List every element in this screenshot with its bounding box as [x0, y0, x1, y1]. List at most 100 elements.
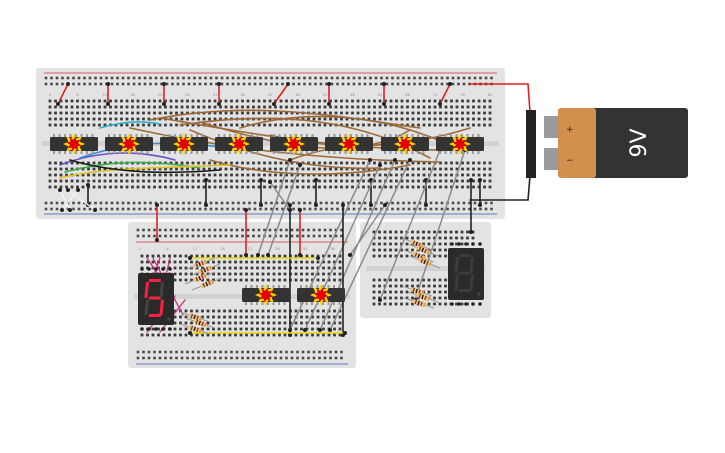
breadboard-hole[interactable]	[131, 99, 134, 103]
breadboard-hole[interactable]	[191, 99, 195, 103]
breadboard-hole[interactable]	[272, 278, 276, 282]
breadboard-hole[interactable]	[239, 254, 243, 258]
breadboard-hole[interactable]	[444, 117, 448, 121]
breadboard-hole[interactable]	[372, 230, 376, 234]
breadboard-hole[interactable]	[157, 254, 160, 258]
breadboard-hole[interactable]	[184, 278, 188, 282]
breadboard-hole[interactable]	[323, 123, 327, 127]
breadboard-hole[interactable]	[224, 179, 228, 183]
breadboard-hole[interactable]	[208, 350, 211, 354]
breadboard-hole[interactable]	[235, 228, 239, 232]
breadboard-hole[interactable]	[186, 167, 189, 171]
breadboard-hole[interactable]	[307, 161, 310, 165]
breadboard-hole[interactable]	[66, 76, 70, 80]
breadboard-hole[interactable]	[186, 228, 189, 232]
breadboard-hole[interactable]	[270, 207, 273, 211]
breadboard-hole[interactable]	[202, 234, 206, 238]
breadboard-hole[interactable]	[483, 123, 486, 127]
breadboard-hole[interactable]	[109, 111, 112, 115]
breadboard-hole[interactable]	[109, 99, 112, 103]
breadboard-hole[interactable]	[472, 123, 475, 127]
breadboard-hole[interactable]	[164, 167, 167, 171]
breadboard-hole[interactable]	[429, 76, 433, 80]
breadboard-hole[interactable]	[450, 123, 453, 127]
breadboard-hole[interactable]	[116, 82, 119, 86]
breadboard-hole[interactable]	[394, 302, 398, 306]
wire-end[interactable]	[393, 158, 397, 162]
breadboard-hole[interactable]	[411, 179, 415, 183]
breadboard-hole[interactable]	[411, 117, 415, 121]
breadboard-hole[interactable]	[213, 167, 217, 171]
breadboard-hole[interactable]	[230, 350, 233, 354]
breadboard-hole[interactable]	[345, 105, 349, 109]
breadboard-hole[interactable]	[257, 105, 261, 109]
breadboard-hole[interactable]	[307, 105, 310, 109]
wire-end[interactable]	[259, 203, 263, 207]
breadboard-hole[interactable]	[202, 185, 206, 189]
breadboard-hole[interactable]	[488, 111, 492, 115]
breadboard-hole[interactable]	[374, 207, 378, 211]
breadboard-hole[interactable]	[460, 242, 464, 246]
breadboard-hole[interactable]	[175, 234, 178, 238]
breadboard-hole[interactable]	[296, 179, 299, 183]
breadboard-hole[interactable]	[367, 185, 371, 189]
breadboard-hole[interactable]	[110, 82, 114, 86]
breadboard-hole[interactable]	[230, 167, 233, 171]
breadboard-hole[interactable]	[202, 350, 206, 354]
breadboard-hole[interactable]	[323, 356, 327, 360]
breadboard-hole[interactable]	[323, 161, 327, 165]
breadboard-hole[interactable]	[316, 333, 320, 337]
breadboard-hole[interactable]	[261, 278, 265, 282]
breadboard-hole[interactable]	[294, 266, 298, 270]
breadboard-hole[interactable]	[270, 82, 273, 86]
breadboard-hole[interactable]	[191, 350, 195, 354]
breadboard-hole[interactable]	[422, 111, 426, 115]
wire-end[interactable]	[259, 178, 263, 182]
breadboard-hole[interactable]	[228, 321, 232, 325]
breadboard-hole[interactable]	[87, 167, 90, 171]
breadboard-hole[interactable]	[231, 207, 235, 211]
breadboard-hole[interactable]	[345, 99, 349, 103]
breadboard-hole[interactable]	[356, 105, 360, 109]
breadboard-hole[interactable]	[406, 185, 409, 189]
breadboard-hole[interactable]	[164, 123, 167, 127]
breadboard-hole[interactable]	[217, 266, 221, 270]
breadboard-hole[interactable]	[274, 161, 277, 165]
breadboard-hole[interactable]	[169, 350, 173, 354]
breadboard-hole[interactable]	[424, 82, 427, 86]
breadboard-hole[interactable]	[427, 290, 431, 294]
breadboard-hole[interactable]	[457, 201, 460, 205]
breadboard-hole[interactable]	[336, 201, 339, 205]
breadboard-hole[interactable]	[435, 82, 438, 86]
breadboard-hole[interactable]	[158, 99, 162, 103]
breadboard-hole[interactable]	[158, 123, 162, 127]
breadboard-hole[interactable]	[451, 82, 455, 86]
breadboard-hole[interactable]	[223, 272, 226, 276]
breadboard-hole[interactable]	[358, 201, 361, 205]
breadboard-hole[interactable]	[242, 76, 246, 80]
breadboard-hole[interactable]	[292, 76, 295, 80]
breadboard-hole[interactable]	[235, 105, 239, 109]
breadboard-hole[interactable]	[449, 230, 453, 234]
breadboard-hole[interactable]	[305, 260, 309, 264]
breadboard-hole[interactable]	[483, 161, 486, 165]
breadboard-hole[interactable]	[257, 234, 261, 238]
breadboard-hole[interactable]	[48, 173, 52, 177]
wire-end[interactable]	[188, 256, 192, 260]
breadboard-hole[interactable]	[114, 117, 118, 121]
breadboard-hole[interactable]	[223, 266, 226, 270]
breadboard-hole[interactable]	[239, 309, 243, 313]
breadboard-hole[interactable]	[338, 327, 342, 331]
breadboard-hole[interactable]	[323, 99, 327, 103]
breadboard-hole[interactable]	[65, 111, 68, 115]
breadboard-hole[interactable]	[438, 284, 442, 288]
breadboard-hole[interactable]	[268, 228, 272, 232]
battery-terminal-positive[interactable]	[544, 116, 558, 138]
breadboard-hole[interactable]	[256, 266, 259, 270]
breadboard-hole[interactable]	[190, 278, 193, 282]
resistor[interactable]	[193, 259, 208, 269]
breadboard-hole[interactable]	[318, 161, 321, 165]
breadboard-hole[interactable]	[153, 123, 156, 127]
breadboard-hole[interactable]	[340, 123, 343, 127]
breadboard-hole[interactable]	[367, 99, 371, 103]
